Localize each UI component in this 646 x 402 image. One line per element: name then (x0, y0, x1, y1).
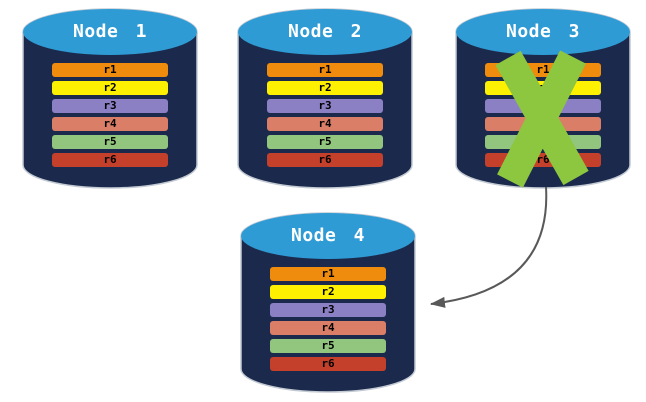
record-list: r1 r2 r3 r4 r5 r6 (267, 63, 383, 171)
record-bar-r1: r1 (52, 63, 168, 77)
record-bar-r5: r5 (270, 339, 386, 353)
record-list: r1 r2 r3 r4 r5 r6 (485, 63, 601, 171)
record-bar-r2: r2 (270, 285, 386, 299)
record-bar-r4: r4 (270, 321, 386, 335)
record-bar-r1: r1 (270, 267, 386, 281)
node-title: Node 1 (72, 21, 148, 42)
record-bar-r2: r2 (52, 81, 168, 95)
record-bar-r4: r4 (267, 117, 383, 131)
node-title: Node 4 (290, 225, 366, 246)
record-list: r1 r2 r3 r4 r5 r6 (270, 267, 386, 375)
cylinder-top (456, 9, 630, 55)
record-bar-r4: r4 (485, 117, 601, 131)
record-bar-r6: r6 (52, 153, 168, 167)
record-bar-r6: r6 (485, 153, 601, 167)
record-bar-r6: r6 (267, 153, 383, 167)
arrow-node3-to-node4 (430, 186, 548, 308)
record-bar-r1: r1 (485, 63, 601, 77)
cylinder-top (23, 9, 197, 55)
cylinder-top (241, 213, 415, 259)
record-bar-r5: r5 (52, 135, 168, 149)
cylinder-top (238, 9, 412, 55)
node-4: Node 4 r1 r2 r3 r4 r5 r6 (240, 212, 416, 394)
record-bar-r5: r5 (267, 135, 383, 149)
node-2: Node 2 r1 r2 r3 r4 r5 r6 (237, 8, 413, 190)
node-1: Node 1 r1 r2 r3 r4 r5 r6 (22, 8, 198, 190)
record-bar-r2: r2 (485, 81, 601, 95)
record-bar-r4: r4 (52, 117, 168, 131)
node-title: Node 2 (287, 21, 363, 42)
record-bar-r3: r3 (270, 303, 386, 317)
record-bar-r3: r3 (52, 99, 168, 113)
record-bar-r3: r3 (485, 99, 601, 113)
record-list: r1 r2 r3 r4 r5 r6 (52, 63, 168, 171)
record-bar-r6: r6 (270, 357, 386, 371)
record-bar-r1: r1 (267, 63, 383, 77)
node-3: Node 3 r1 r2 r3 r4 r5 r6 (455, 8, 631, 190)
node-title: Node 3 (505, 21, 581, 42)
record-bar-r5: r5 (485, 135, 601, 149)
record-bar-r2: r2 (267, 81, 383, 95)
record-bar-r3: r3 (267, 99, 383, 113)
